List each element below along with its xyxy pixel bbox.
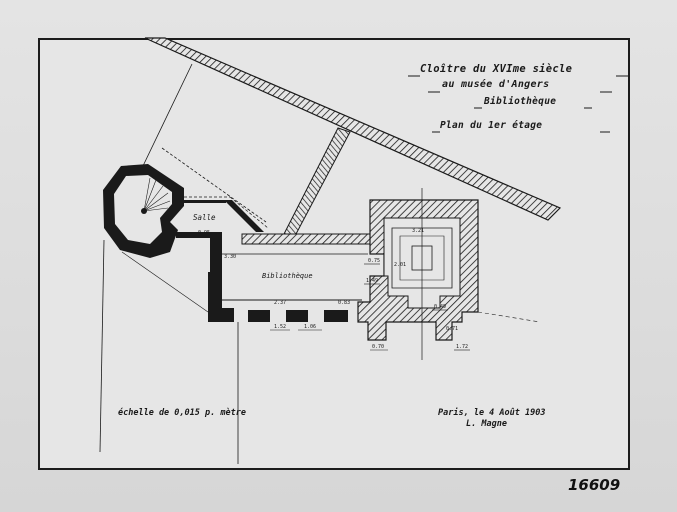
room-label-bibliotheque: Bibliothèque (262, 272, 313, 280)
corridor (176, 200, 264, 272)
title-line-2: au musée d'Angers (442, 79, 550, 90)
signature: L. Magne (466, 419, 507, 429)
gallery-wall (283, 127, 351, 235)
dimension-label: 0.71 (446, 326, 458, 332)
title-line-1: Cloître du XVIme siècle (420, 63, 573, 75)
stair-tower (103, 164, 184, 258)
library-tower (357, 199, 479, 341)
dimension-label: 1.49 (366, 278, 378, 284)
room-label-salle: Salle (193, 213, 216, 222)
dimension-label: 0.70 (372, 344, 384, 350)
outline-line (141, 63, 193, 169)
title-line-3: Bibliothèque (484, 96, 557, 107)
dimension-label: 1.72 (456, 344, 468, 350)
outline-line (99, 239, 105, 453)
dimension-label: 2.01 (394, 262, 406, 268)
outline-line (121, 251, 209, 313)
dimension-label: 1.06 (304, 324, 316, 330)
sheet-number: 16609 (568, 476, 621, 494)
dimension-label: 0.83 (338, 300, 350, 306)
scale-note: échelle de 0,015 p. mètre (118, 408, 246, 418)
date-note: Paris, le 4 Août 1903 (438, 408, 546, 418)
axis-line (477, 311, 541, 323)
dimension-label: 3.21 (412, 228, 424, 234)
dimension-label: 2.37 (274, 300, 286, 306)
dimension-label: 0.49 (434, 304, 446, 310)
plan-subtitle: Plan du 1er étage (440, 120, 543, 131)
dimension-label: 1.52 (274, 324, 286, 330)
dimension-label: 0.95 (198, 230, 210, 236)
dimension-label: 0.75 (368, 258, 380, 264)
dimension-label: 3.30 (224, 254, 236, 260)
diagonal-wall (144, 37, 562, 221)
outline-line (161, 147, 267, 223)
